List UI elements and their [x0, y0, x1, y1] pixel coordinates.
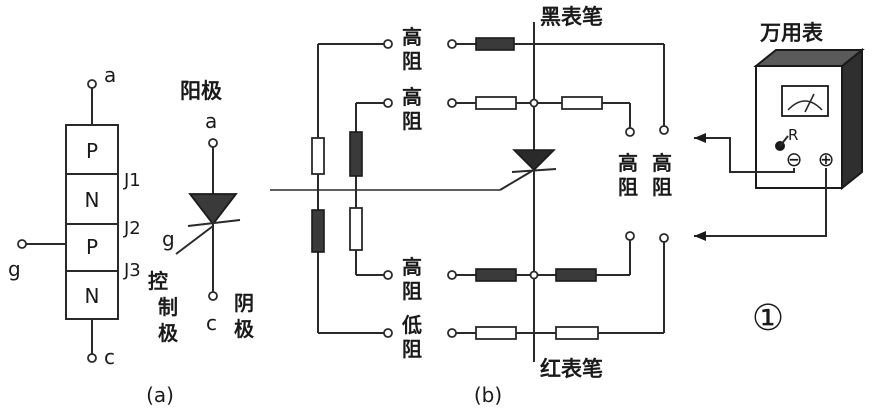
resistor-icon: [349, 131, 363, 177]
thyristor-symbol: 阳极 a g 控 制 极 c 阴 极: [148, 79, 255, 345]
anode-title: 阳极: [180, 79, 223, 103]
junction-j3: J3: [123, 260, 141, 281]
right-label-a2: 阻: [618, 175, 638, 199]
gate-terminal: [17, 239, 27, 249]
resistor-icon: [311, 137, 325, 175]
resistor-icon: [555, 326, 599, 340]
gate-title-2: 制: [158, 295, 178, 319]
meter-top-panel: [753, 49, 865, 67]
black-probe-label: 黑表笔: [540, 5, 603, 29]
test-circuit: 黑表笔 红表笔 高 阻 高 阻 高 阻: [270, 5, 672, 407]
row4-label-2: 阻: [402, 337, 422, 361]
row1-label-2: 阻: [402, 49, 422, 73]
cathode-terminal: [87, 353, 97, 363]
layer-p2: P: [86, 235, 98, 259]
symbol-cathode-terminal: [208, 291, 218, 301]
caption-a: (a): [146, 383, 174, 407]
resistor-icon: [475, 326, 517, 340]
red-probe-label: 红表笔: [540, 357, 603, 381]
minus-jack-icon: ⊖: [786, 147, 803, 171]
symbol-anode-letter: a: [205, 109, 217, 133]
multimeter: 万用表 R ⊖ ⊕ ①: [694, 21, 865, 339]
resistor-icon: [561, 96, 603, 110]
row2-label-2: 阻: [402, 109, 422, 133]
figure-number: ①: [752, 298, 784, 339]
row2-label-1: 高: [402, 85, 422, 109]
right-label-b2: 阻: [652, 175, 672, 199]
row3-label-2: 阻: [402, 279, 422, 303]
resistor-icon: [475, 96, 517, 110]
arrow-left-icon: [694, 231, 706, 241]
resistor-icon: [475, 37, 515, 51]
junction-j2: J2: [123, 218, 141, 239]
row3-label-1: 高: [402, 255, 422, 279]
gate-title-3: 极: [158, 321, 179, 345]
symbol-cathode-letter: c: [206, 311, 217, 335]
symbol-gate-letter: g: [162, 227, 175, 251]
layer-n1: N: [85, 188, 100, 212]
plus-jack-icon: ⊕: [818, 147, 835, 171]
resistor-icon: [475, 268, 517, 282]
pnpn-structure: a P N P N J1 J2 J3 g c (a): [8, 63, 174, 407]
diode-triangle-icon: [188, 193, 238, 226]
symbol-anode-terminal: [208, 138, 218, 148]
layer-n2: N: [85, 284, 100, 308]
gate-title-1: 控: [148, 269, 168, 293]
right-label-a1: 高: [618, 151, 638, 175]
cathode-label: c: [104, 345, 115, 369]
right-label-b1: 高: [652, 151, 672, 175]
meter-title: 万用表: [759, 21, 824, 45]
anode-label: a: [104, 63, 116, 87]
layer-p1: P: [86, 139, 98, 163]
resistor-icon: [311, 209, 325, 253]
resistor-icon: [555, 268, 597, 282]
cathode-title-1: 阴: [234, 291, 254, 315]
arrow-left-icon: [694, 133, 706, 143]
resistor-icon: [349, 207, 363, 251]
circuit-thyristor-icon: [512, 149, 556, 172]
meter-r-label: R: [788, 126, 798, 144]
meter-side-panel: [841, 47, 863, 191]
junction-j1: J1: [123, 170, 141, 191]
anode-terminal: [87, 79, 97, 89]
gate-label: g: [8, 257, 21, 281]
row1-label-1: 高: [402, 25, 422, 49]
row4-label-1: 低: [401, 313, 422, 337]
caption-b: (b): [474, 383, 502, 407]
cathode-title-2: 极: [234, 317, 255, 341]
